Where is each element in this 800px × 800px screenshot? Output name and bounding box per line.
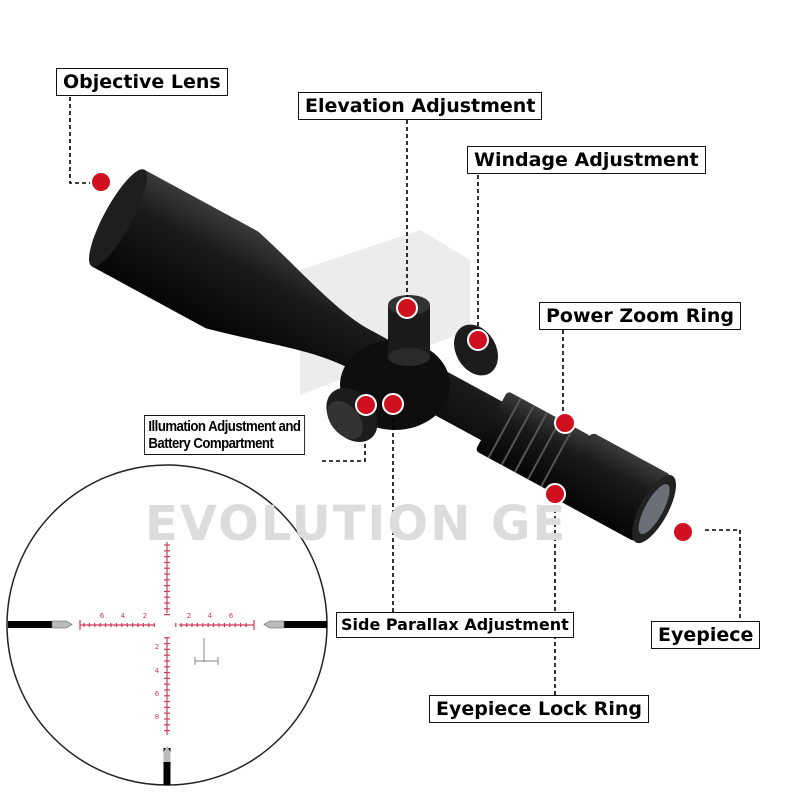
left-post (8, 621, 52, 628)
label-line: Illumation Adjustment and (148, 418, 301, 435)
leader-lines (69, 97, 741, 695)
bottom-post (163, 748, 171, 785)
marker-side-parallax (382, 393, 404, 415)
reticle-view: 6 4 2 2 4 6 2 4 6 8 (6, 464, 328, 786)
marker-power-zoom (554, 412, 576, 434)
marker-eyepiece-lock (544, 483, 566, 505)
label-eyepiece-lock-ring: Eyepiece Lock Ring (429, 695, 649, 723)
watermark: EVOLUTION GE (145, 496, 568, 552)
v-tick-label: 8 (155, 713, 159, 721)
h-tick-label: 4 (121, 612, 126, 620)
wind-holdover-grid (194, 638, 219, 665)
label-line: Battery Compartment (148, 435, 274, 452)
right-post (284, 621, 327, 628)
marker-objective-lens (90, 171, 112, 193)
marker-eyepiece (672, 521, 694, 543)
h-tick-label: 6 (229, 612, 234, 620)
label-illumination-adjustment: Illumation Adjustment and Battery Compar… (144, 415, 305, 455)
label-side-parallax-adjustment: Side Parallax Adjustment (336, 612, 574, 638)
v-tick-label: 2 (155, 643, 159, 651)
h-tick-label: 2 (187, 612, 191, 620)
label-objective-lens: Objective Lens (56, 68, 228, 96)
v-tick-label: 6 (155, 690, 160, 698)
h-tick-label: 2 (143, 612, 147, 620)
h-tick-label: 6 (100, 612, 105, 620)
v-tick-label: 4 (155, 667, 160, 675)
label-power-zoom-ring: Power Zoom Ring (539, 302, 741, 330)
marker-windage (467, 329, 489, 351)
marker-elevation (396, 297, 418, 319)
power-zoom-ring (476, 392, 590, 495)
label-eyepiece: Eyepiece (651, 621, 761, 649)
label-elevation-adjustment: Elevation Adjustment (298, 92, 543, 120)
marker-illumination (355, 394, 377, 416)
h-tick-label: 4 (208, 612, 213, 620)
label-windage-adjustment: Windage Adjustment (467, 146, 706, 174)
